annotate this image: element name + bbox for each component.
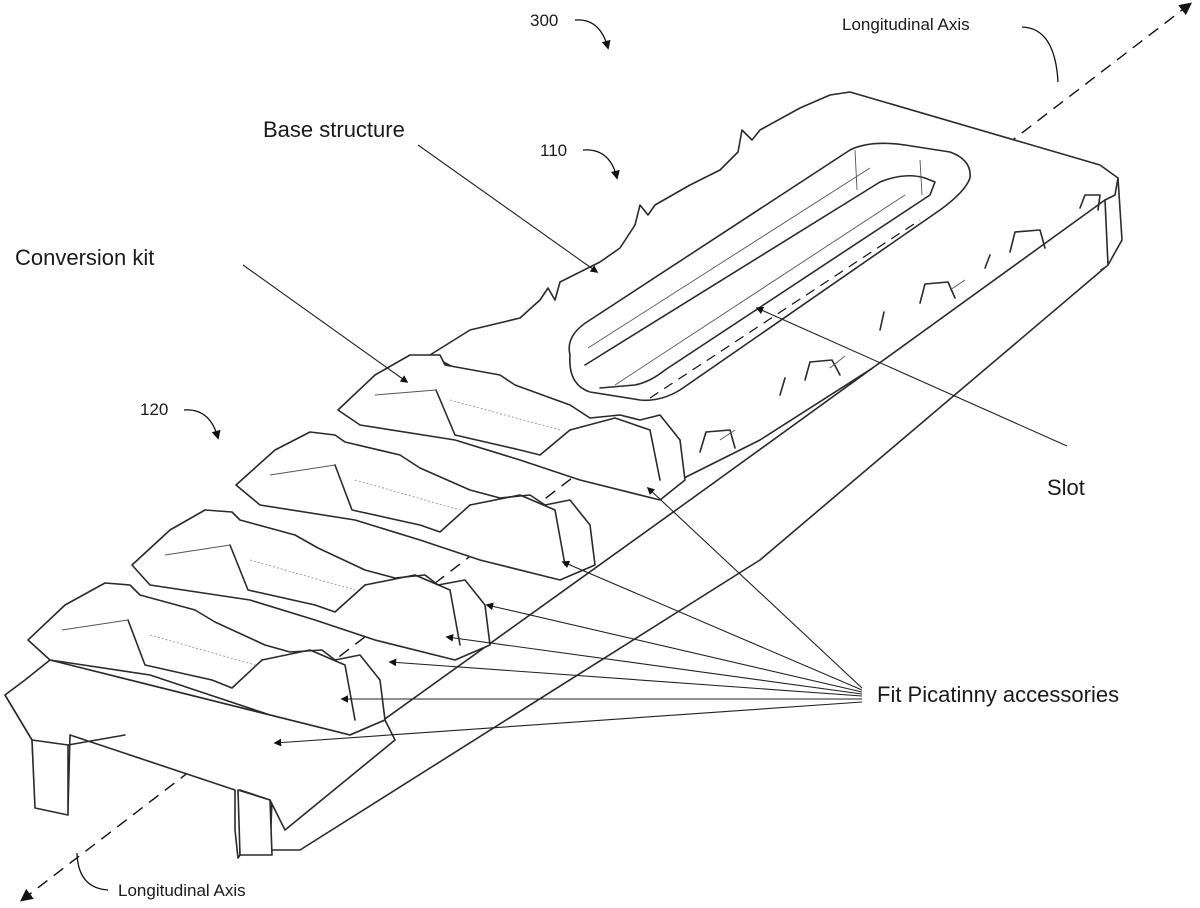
base-structure-leader bbox=[417, 144, 599, 273]
conversion-kit-callout: Conversion kit bbox=[15, 245, 409, 383]
picatinny-pointer bbox=[646, 486, 863, 689]
base-structure-label: Base structure bbox=[263, 117, 405, 142]
ref-120: 120 bbox=[140, 400, 221, 440]
ref-120-arrow bbox=[183, 409, 221, 440]
axis-top-label: Longitudinal Axis bbox=[842, 15, 970, 34]
ref-300-arrow bbox=[574, 19, 611, 50]
slot-label: Slot bbox=[1047, 475, 1085, 500]
rail-block-row bbox=[235, 431, 596, 581]
kit-front-leg bbox=[237, 789, 273, 856]
rail-block-row bbox=[337, 354, 686, 501]
picatinny-pointer bbox=[561, 560, 863, 691]
rail-block-row bbox=[27, 582, 386, 736]
base-edge-detail bbox=[1099, 264, 1109, 271]
ref-110-label: 110 bbox=[540, 141, 567, 160]
picatinny-pointer bbox=[388, 658, 863, 697]
slot-leader bbox=[755, 306, 1068, 447]
ref-110-arrow bbox=[582, 149, 620, 180]
base-end-edge bbox=[1107, 177, 1123, 266]
slot-outer bbox=[568, 142, 971, 402]
axis-top-leader bbox=[1021, 26, 1059, 83]
picatinny-label: Fit Picatinny accessories bbox=[877, 682, 1119, 707]
slot-drawing bbox=[568, 142, 971, 402]
ref-300-label: 300 bbox=[530, 11, 558, 30]
slot-inner bbox=[584, 174, 936, 389]
ref-120-label: 120 bbox=[140, 400, 168, 419]
ref-110: 110 bbox=[540, 141, 620, 180]
slot-callout: Slot bbox=[755, 306, 1085, 500]
conversion-kit-drawing bbox=[4, 354, 686, 859]
axis-top-callout: Longitudinal Axis bbox=[842, 15, 1059, 83]
conversion-kit-label: Conversion kit bbox=[15, 245, 154, 270]
kit-rear-leg bbox=[31, 739, 69, 816]
picatinny-pointer bbox=[485, 602, 863, 693]
rail-block-row bbox=[131, 509, 491, 661]
base-structure-callout: Base structure bbox=[263, 117, 599, 273]
kit-plate-end bbox=[4, 694, 33, 741]
base-rail-teeth bbox=[699, 194, 1101, 453]
picatinny-pointer bbox=[445, 634, 863, 695]
base-front-face bbox=[269, 199, 1109, 851]
axis-bottom-label: Longitudinal Axis bbox=[118, 881, 246, 900]
kit-plate-edge bbox=[67, 734, 126, 746]
axis-bottom-callout: Longitudinal Axis bbox=[76, 852, 246, 900]
slot-lip bbox=[587, 167, 871, 349]
ref-300: 300 bbox=[530, 11, 611, 50]
slot-floor-line bbox=[614, 194, 906, 386]
axis-bottom-leader bbox=[76, 852, 109, 891]
slot-corner-edge bbox=[854, 149, 858, 191]
conversion-kit-leader bbox=[242, 264, 409, 383]
picatinny-pointer bbox=[273, 701, 863, 747]
slot-center-axis bbox=[649, 219, 921, 399]
slot-corner-edge-2 bbox=[919, 159, 923, 196]
picatinny-callout: Fit Picatinny accessories bbox=[273, 486, 1119, 747]
